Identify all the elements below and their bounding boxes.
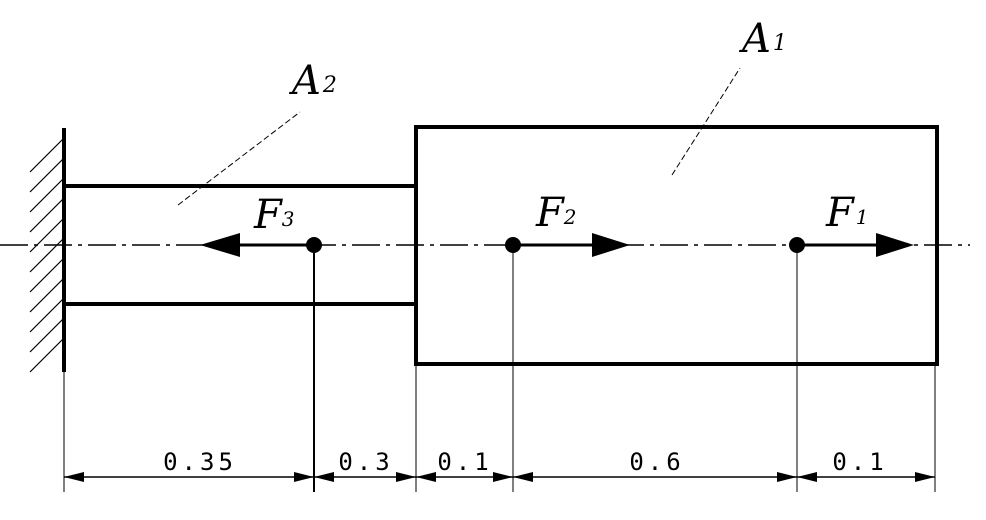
narrow-bar-segment [64, 184, 416, 306]
dimension-d1: 0.35 [163, 448, 237, 476]
extension-lines [63, 253, 936, 492]
dimension-d3: 0.1 [437, 448, 492, 476]
force-f3-point [306, 237, 322, 253]
area-label-a1: A1 [738, 16, 787, 62]
dimension-d2: 0.3 [338, 448, 393, 476]
force-f2-arrowhead [592, 233, 630, 257]
force-f3: F3 [200, 192, 322, 257]
force-label-f2: F2 [535, 190, 577, 236]
wide-bar-segment [414, 125, 939, 366]
force-f1-arrowhead [876, 233, 914, 257]
leader-line-a2 [177, 111, 301, 206]
force-label-f3: F3 [253, 192, 295, 238]
leader-line-a1 [671, 67, 741, 176]
fixed-wall [29, 128, 66, 373]
dimension-d4: 0.6 [629, 448, 684, 476]
force-f2-point [505, 237, 521, 253]
dimension-d5: 0.1 [832, 448, 887, 476]
force-f2: F2 [505, 190, 630, 257]
force-f1-point [789, 237, 805, 253]
area-label-a2: A2 [288, 58, 337, 104]
force-f3-arrowhead [200, 233, 240, 257]
